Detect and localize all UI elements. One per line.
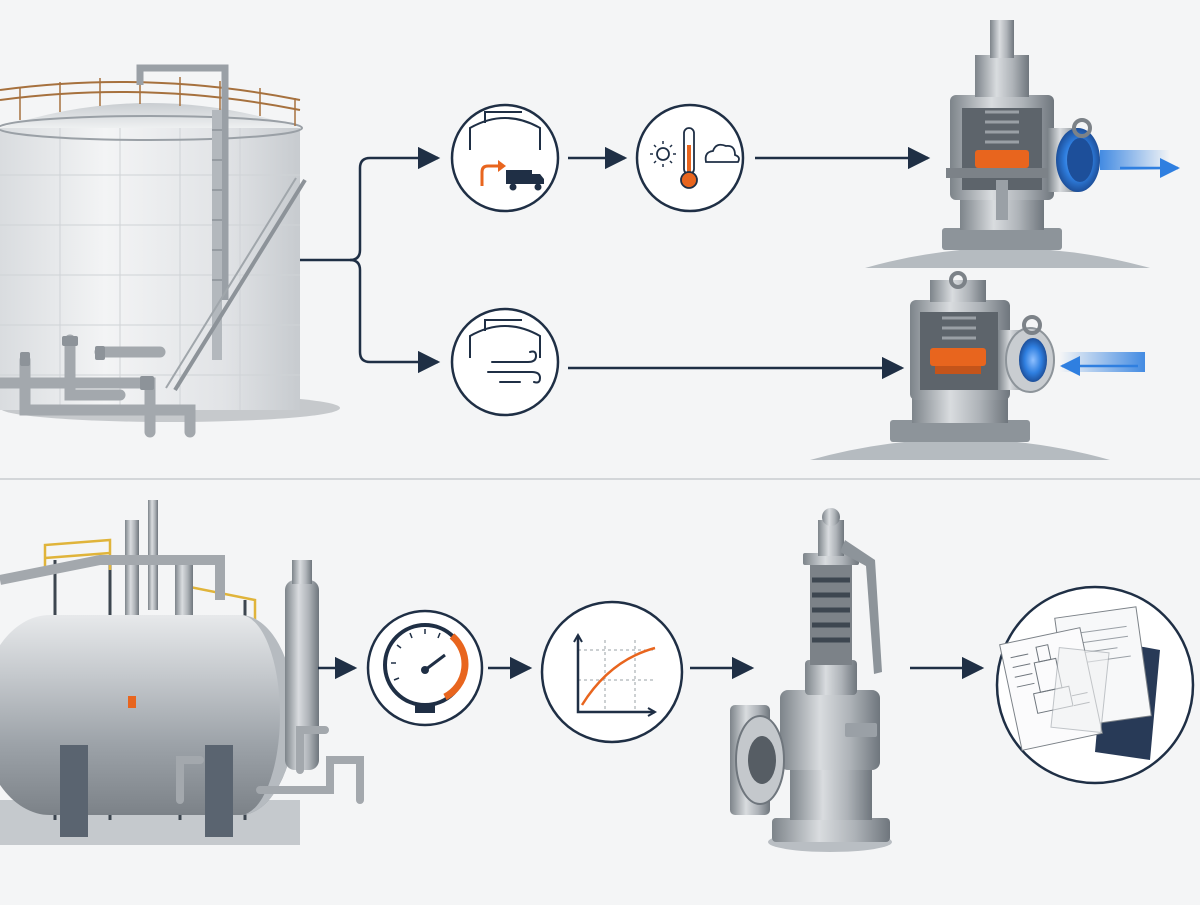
datasheet-documents-icon [995,585,1195,785]
pressure-gauge-icon [366,609,484,727]
storage-tank [0,64,340,438]
tank-wind-emptying-icon [450,307,560,417]
spring-safety-relief-valve [730,508,892,852]
pressure-vacuum-vent-valve-outbreathing [865,20,1180,268]
pressure-vacuum-vent-valve-inbreathing [810,271,1145,460]
pressure-vessel-skid [0,500,364,845]
branch-connector [300,146,441,374]
tank-filling-truck-icon [450,103,560,213]
thermal-weather-icon [635,103,745,213]
relief-curve-chart-icon [540,600,684,744]
